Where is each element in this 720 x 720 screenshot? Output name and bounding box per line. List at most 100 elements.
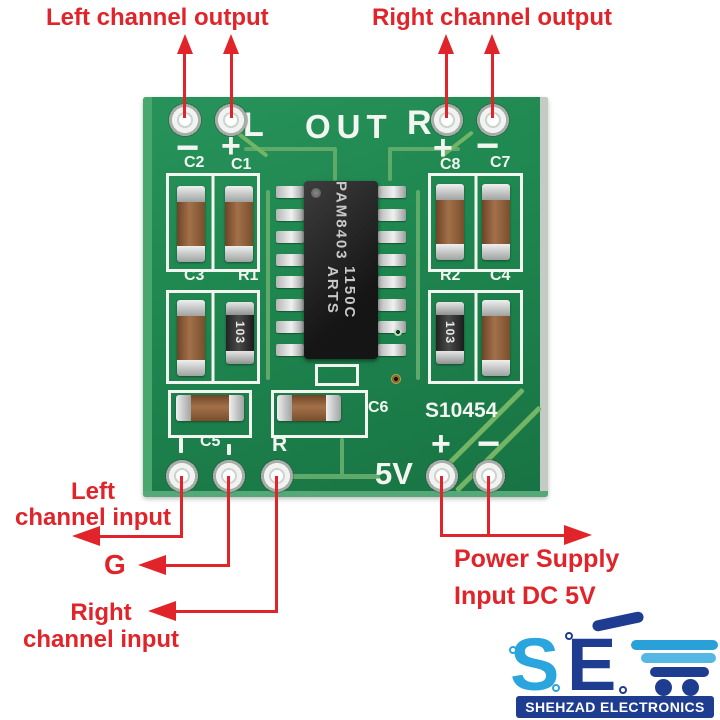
capacitor-c2: [177, 186, 205, 262]
logo-letter-s: S: [510, 623, 559, 706]
logo-circuit-dot: [509, 646, 517, 654]
logo-circuit-dot: [619, 686, 627, 694]
board-right-edge: [540, 97, 548, 497]
ic-pin: [276, 231, 304, 243]
via-hole: [394, 328, 402, 336]
pcb-trace: [388, 147, 460, 151]
annotation-line: [440, 534, 564, 537]
via-hole: [391, 374, 401, 384]
label-r1: R1: [238, 267, 259, 284]
pcb-trace: [244, 147, 336, 151]
annotation-line: [100, 535, 182, 538]
ic-pin: [276, 276, 304, 288]
capacitor-c8: [436, 184, 464, 260]
annotation-right-channel-input: Right channel input: [5, 599, 197, 653]
ic-pin: [378, 276, 406, 288]
ic-pin: [378, 231, 406, 243]
pcb-trace: [266, 190, 270, 380]
board-serial: S10454: [425, 399, 498, 422]
resistor-r1: 103: [226, 302, 254, 364]
annotation-line1: Left: [71, 478, 115, 505]
ic-pin: [378, 299, 406, 311]
annotation-line: [275, 476, 278, 613]
logo-banner: SHEHZAD ELECTRONICS: [516, 696, 714, 718]
pcb-trace: [416, 190, 420, 380]
board-bottom-edge: [143, 491, 548, 497]
logo-letter-e: E: [567, 623, 616, 706]
silkscreen-chip-outline: [315, 364, 359, 386]
input-pad-mark-l: [179, 438, 183, 453]
pcb-trace: [290, 474, 380, 479]
up-arrow-icon: [484, 34, 500, 54]
annotation-ground: G: [104, 549, 126, 580]
ic-pin: [276, 186, 304, 198]
annotation-line: [176, 610, 277, 613]
silkscreen-box-c2-c1: [166, 173, 260, 272]
ic-pin: [276, 254, 304, 266]
resistor-code: 103: [233, 321, 247, 345]
capacitor-c3: [177, 300, 205, 376]
input-pad-mark-r: R: [272, 433, 288, 456]
capacitor-c7: [482, 184, 510, 260]
cart-icon-bar: [641, 653, 716, 663]
annotation-line: [183, 50, 186, 118]
pcb-board: L OUT R − + + − C2 C1 C8 C7 C3 R1 R2 C4 …: [143, 97, 548, 497]
ic-marking: PAM8403 ARTS 1150C: [304, 181, 378, 359]
cart-icon-wheel: [655, 679, 672, 696]
label-c6: C6: [368, 399, 389, 416]
silkscreen-box-c8-c7: [428, 173, 523, 272]
silkscreen-out-r: R: [407, 104, 432, 142]
label-c5: C5: [200, 433, 221, 450]
ic-pin: [378, 209, 406, 221]
ic-pin: [276, 299, 304, 311]
polarity-minus-sign: −: [176, 126, 200, 170]
annotation-left-channel-input: Left channel input: [8, 479, 178, 531]
capacitor-c5: [176, 395, 244, 421]
silkscreen-box-r2-c4: [428, 290, 523, 384]
input-pad-mark-g: [227, 444, 231, 455]
silkscreen-out: OUT: [305, 108, 393, 145]
ic-pin: [378, 254, 406, 266]
logo-circuit-dot: [565, 632, 573, 640]
cart-icon-bar: [650, 667, 709, 677]
ic-chip-pam8403: PAM8403 ARTS 1150C: [304, 181, 378, 359]
ic-pin: [378, 186, 406, 198]
annotation-line: [227, 476, 230, 567]
logo-banner-text: SHEHZAD ELECTRONICS: [525, 699, 705, 715]
annotation-power-line2: Input DC 5V: [454, 582, 596, 610]
capacitor-c4: [482, 300, 510, 376]
ic-marking-line2: ARTS 1150C: [324, 265, 358, 319]
label-r2: R2: [440, 267, 461, 284]
annotation-power-line1: Power Supply: [454, 545, 620, 573]
annotation-line: [445, 50, 448, 118]
logo-circuit-dot: [552, 684, 560, 692]
pin1-dot: [311, 188, 321, 198]
annotation-left-channel-output: Left channel output: [46, 4, 269, 31]
label-5v: 5V: [375, 456, 413, 491]
pcb-trace: [333, 147, 337, 181]
annotation-right-channel-output: Right channel output: [372, 4, 612, 31]
left-arrow-icon: [72, 526, 100, 546]
pcb-trace: [340, 438, 344, 478]
annotation-line1: Right: [70, 599, 132, 626]
capacitor-c6: [277, 395, 341, 421]
annotation-line2: channel input: [23, 626, 179, 653]
cart-icon-bar: [631, 640, 718, 650]
label-c4: C4: [490, 267, 511, 284]
ic-marking-line1: PAM8403: [332, 181, 350, 261]
annotation-line: [180, 476, 183, 538]
board-left-edge: [143, 97, 152, 497]
polarity-plus-sign: +: [221, 127, 241, 165]
silkscreen-box-c6: [271, 390, 368, 438]
right-arrow-icon: [564, 525, 592, 545]
label-c2: C2: [184, 154, 205, 171]
cart-icon-wheel: [682, 679, 699, 696]
annotation-line: [487, 476, 490, 537]
label-c1: C1: [231, 156, 252, 173]
label-c7: C7: [490, 154, 511, 171]
annotation-line: [440, 476, 443, 537]
ic-pin: [276, 209, 304, 221]
supply-minus-sign: −: [477, 422, 501, 466]
polarity-plus-sign: +: [433, 129, 453, 167]
silkscreen-box-c3-r1: [166, 290, 260, 384]
